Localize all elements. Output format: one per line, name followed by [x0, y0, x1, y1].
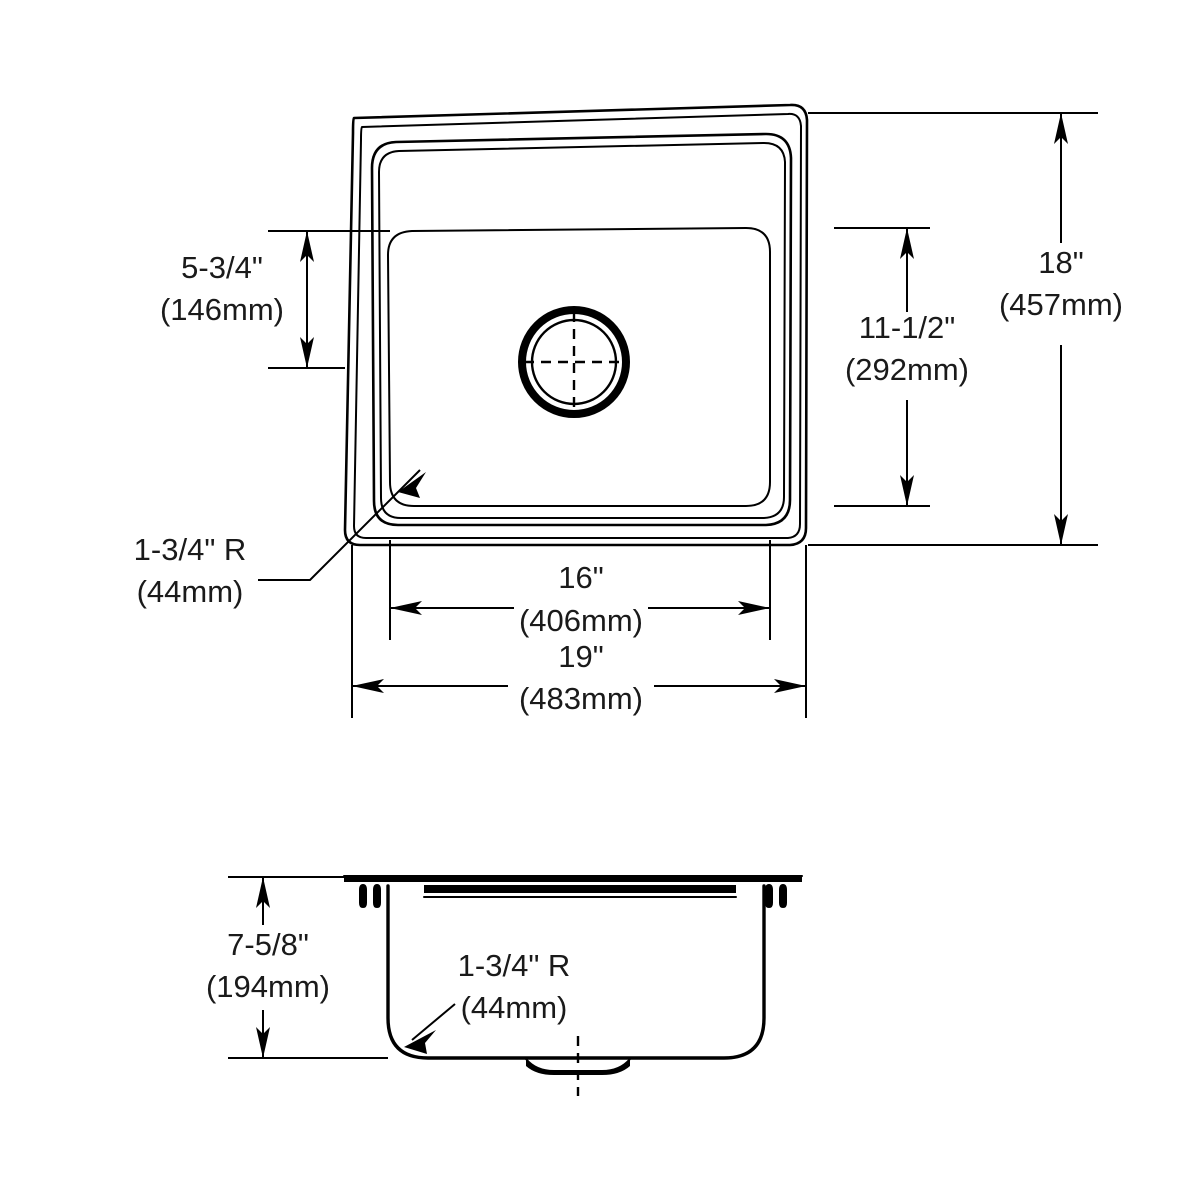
section-view-group: 7-5/8" (194mm) 1-3/4" R (44mm)	[206, 875, 803, 1096]
arrowhead-top	[900, 228, 914, 259]
dimension-bowl-top-offset: 5-3/4" (146mm)	[160, 230, 390, 369]
drain-outer-ring	[518, 306, 630, 418]
leader-line	[411, 1003, 456, 1041]
sink-inner-rim-outer	[370, 132, 793, 527]
dim-label-line2: (146mm)	[160, 292, 284, 327]
arrowhead-top	[300, 231, 314, 262]
leader-arrowhead	[398, 472, 426, 498]
dim-label-line2: (44mm)	[137, 574, 244, 609]
sink-outer-rim	[343, 103, 809, 547]
dimension-bowl-depth: 7-5/8" (194mm)	[206, 876, 388, 1059]
arrowhead-right	[738, 601, 770, 615]
top-view-group: 5-3/4" (146mm) 1-3/4" R (44mm) 16" (406m…	[134, 103, 1123, 718]
section-bowl-profile	[386, 884, 766, 1060]
dim-label-line1: 18"	[1038, 245, 1084, 280]
section-rim-flange	[344, 876, 802, 882]
dim-label-line1: 16"	[558, 560, 604, 595]
dimension-corner-radius-section: 1-3/4" R (44mm)	[404, 948, 570, 1054]
arrowhead-bottom	[1054, 514, 1068, 545]
leader-line	[258, 469, 421, 581]
dim-label-line2: (194mm)	[206, 969, 330, 1004]
arrowhead-left	[352, 679, 384, 693]
dim-label-line1: 1-3/4" R	[134, 532, 247, 567]
dim-label-line2: (406mm)	[519, 603, 643, 638]
dim-label-line1: 7-5/8"	[227, 927, 309, 962]
arrowhead-top	[1054, 113, 1068, 144]
dimension-bowl-height: 11-1/2" (292mm)	[834, 227, 969, 507]
dim-label-line2: (483mm)	[519, 681, 643, 716]
arrowhead-bottom	[900, 475, 914, 506]
dimension-bowl-width: 16" (406mm)	[389, 540, 771, 640]
dim-label-line1: 5-3/4"	[181, 250, 263, 285]
arrowhead-bottom	[300, 337, 314, 368]
dim-label-line2: (292mm)	[845, 352, 969, 387]
mounting-clip-left-b	[373, 884, 381, 908]
sink-inner-rim-inner	[378, 142, 786, 519]
dimension-corner-radius-top: 1-3/4" R (44mm)	[134, 469, 426, 609]
section-inner-ledge	[424, 885, 736, 893]
leader-arrowhead	[404, 1030, 436, 1054]
dim-label-line2: (44mm)	[461, 990, 568, 1025]
dim-label-line1: 1-3/4" R	[458, 948, 571, 983]
arrowhead-right	[774, 679, 806, 693]
dimension-overall-width: 19" (483mm)	[351, 545, 807, 718]
sink-outer-rim-inner-line	[353, 112, 802, 539]
dimension-overall-height: 18" (457mm)	[808, 112, 1123, 546]
dim-label-line1: 11-1/2"	[859, 310, 956, 345]
mounting-clip-right-a	[765, 884, 773, 908]
arrowhead-top	[256, 877, 270, 908]
arrowhead-left	[390, 601, 422, 615]
mounting-clip-right-b	[779, 884, 787, 908]
dim-label-line1: 19"	[558, 639, 604, 674]
arrowhead-bottom	[256, 1027, 270, 1058]
dim-label-line2: (457mm)	[999, 287, 1123, 322]
sink-bowl-outline	[387, 227, 771, 507]
mounting-clip-left-a	[359, 884, 367, 908]
